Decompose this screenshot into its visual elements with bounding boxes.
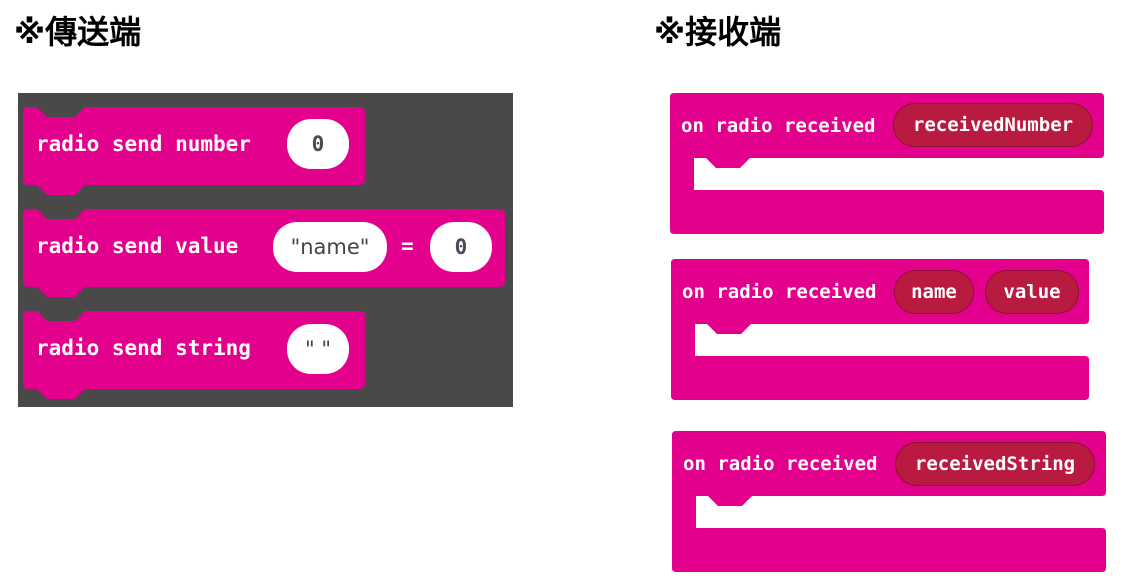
block-shape: [23, 311, 365, 399]
radio-send-number-block[interactable]: radio send number 0: [23, 107, 365, 195]
name-variable[interactable]: name: [894, 270, 974, 314]
received-number-variable[interactable]: receivedNumber: [893, 103, 1093, 147]
event-label: on radio received: [683, 453, 878, 475]
event-label: on radio received: [682, 281, 877, 303]
number-input[interactable]: 0: [287, 119, 349, 169]
value-input[interactable]: 0: [430, 222, 492, 272]
block-label: radio send number: [36, 132, 251, 156]
radio-send-string-block[interactable]: radio send string " ": [23, 311, 365, 399]
receiver-heading: ※接收端: [654, 13, 782, 51]
on-radio-received-string-block[interactable]: on radio received receivedString: [672, 431, 1106, 573]
blocks-workspace[interactable]: radio send number 0 radio send value "na…: [18, 93, 513, 407]
on-radio-received-value-block[interactable]: on radio received name value: [671, 259, 1089, 401]
equals-sign: =: [401, 234, 414, 258]
sender-heading: ※傳送端: [14, 13, 142, 51]
received-string-variable[interactable]: receivedString: [895, 442, 1095, 486]
block-label: radio send value: [36, 234, 239, 258]
event-label: on radio received: [681, 115, 876, 137]
block-shape: [23, 209, 505, 297]
block-shape: [671, 259, 1089, 400]
on-radio-received-number-block[interactable]: on radio received receivedNumber: [670, 93, 1104, 235]
block-label: radio send string: [36, 336, 251, 360]
radio-send-value-block[interactable]: radio send value "name" = 0: [23, 209, 505, 297]
block-shape: [23, 107, 365, 195]
string-input[interactable]: " ": [287, 324, 349, 374]
value-variable[interactable]: value: [985, 270, 1079, 314]
name-input[interactable]: "name": [273, 222, 387, 272]
